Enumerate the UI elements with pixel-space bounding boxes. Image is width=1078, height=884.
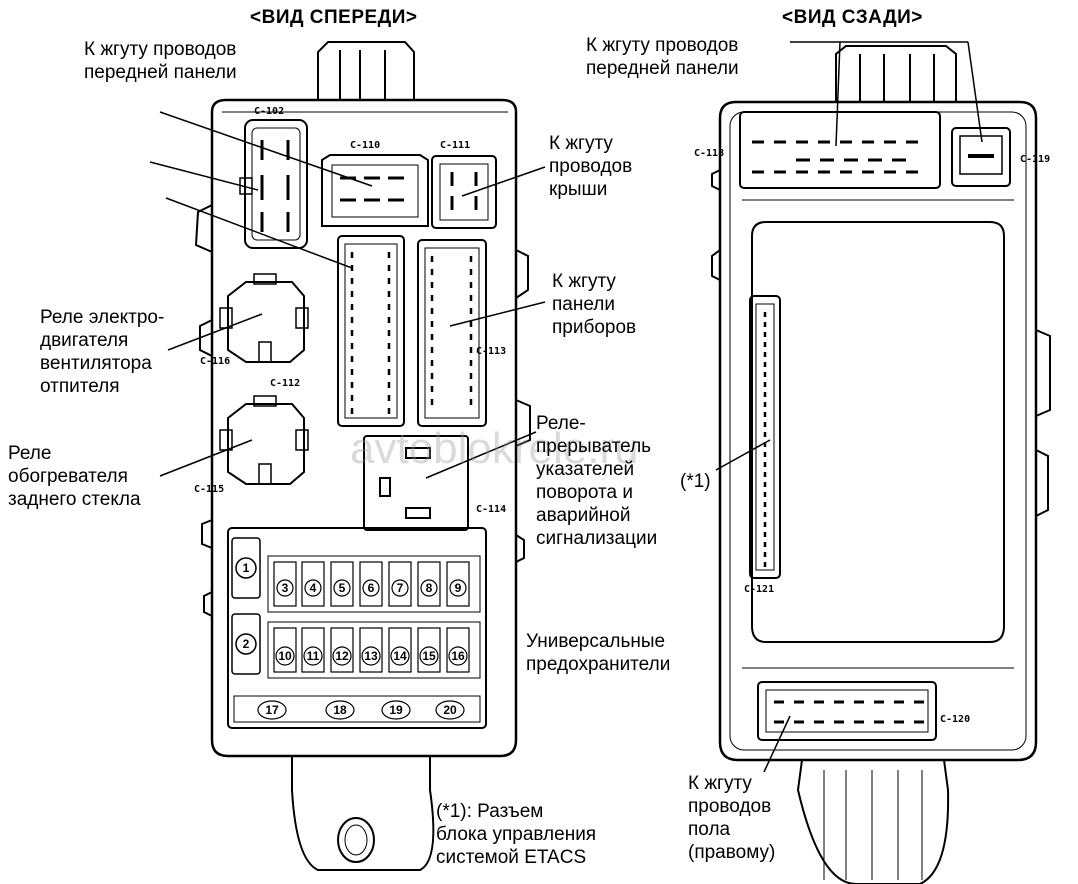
code-c120: C-120 bbox=[940, 714, 971, 725]
svg-text:8: 8 bbox=[426, 581, 433, 595]
code-c115: C-115 bbox=[194, 484, 225, 495]
connector-c110 bbox=[321, 154, 429, 227]
code-c110: C-110 bbox=[350, 140, 381, 151]
fuse-17: 17 bbox=[257, 700, 287, 720]
fuse-2: 2 bbox=[235, 633, 257, 655]
fuse-4: 4 bbox=[301, 561, 325, 607]
fuse-box bbox=[227, 527, 487, 729]
connector-c111 bbox=[431, 155, 497, 229]
fuse-12: 12 bbox=[330, 627, 354, 673]
svg-text:10: 10 bbox=[278, 649, 292, 663]
svg-text:19: 19 bbox=[389, 703, 403, 717]
label-rear-etacs-marker: (*1) bbox=[680, 471, 711, 492]
code-c112: C-112 bbox=[270, 378, 301, 389]
svg-text:2: 2 bbox=[243, 637, 250, 651]
connector-c118 bbox=[739, 111, 941, 189]
svg-text:14: 14 bbox=[393, 649, 407, 663]
connector-c121 bbox=[749, 295, 781, 579]
rear-leader-lines bbox=[715, 41, 983, 773]
code-c111: C-111 bbox=[440, 140, 471, 151]
fuse-5: 5 bbox=[330, 561, 354, 607]
svg-text:20: 20 bbox=[443, 703, 457, 717]
label-relay-rear-glass: Реле обогревателя заднего стекла bbox=[8, 443, 141, 510]
label-universal-fuses: Универсальные предохранители bbox=[526, 631, 671, 675]
rear-view-block bbox=[711, 45, 1051, 884]
front-view-block bbox=[194, 41, 531, 871]
label-front-harness-front-panel: К жгуту проводов передней панели bbox=[84, 39, 237, 83]
svg-text:3: 3 bbox=[282, 581, 289, 595]
rear-view-heading: <ВИД СЗАДИ> bbox=[782, 7, 923, 28]
label-front-harness-instrument-panel: К жгуту панели приборов bbox=[552, 271, 637, 338]
svg-text:5: 5 bbox=[339, 581, 346, 595]
fuse-8: 8 bbox=[417, 561, 441, 607]
front-view-heading: <ВИД СПЕРЕДИ> bbox=[250, 7, 418, 28]
code-c121: C-121 bbox=[744, 584, 775, 595]
svg-text:6: 6 bbox=[368, 581, 375, 595]
svg-text:17: 17 bbox=[265, 703, 279, 717]
fuse-11: 11 bbox=[301, 627, 325, 673]
connector-c120 bbox=[757, 681, 937, 741]
label-front-harness-roof: К жгуту проводов крыши bbox=[549, 133, 633, 200]
fuse-7: 7 bbox=[388, 561, 412, 607]
relay-c114 bbox=[363, 435, 469, 531]
fuse-9: 9 bbox=[446, 561, 470, 607]
svg-text:7: 7 bbox=[397, 581, 404, 595]
svg-text:4: 4 bbox=[310, 581, 317, 595]
code-c116: C-116 bbox=[200, 356, 231, 367]
code-c114: C-114 bbox=[476, 504, 507, 515]
label-rear-harness-front-panel: К жгуту проводов передней панели bbox=[586, 35, 739, 79]
svg-text:1: 1 bbox=[243, 561, 250, 575]
fuse-19: 19 bbox=[381, 700, 411, 720]
label-etacs-note: (*1): Разъем блока управления системой E… bbox=[436, 801, 597, 868]
svg-text:11: 11 bbox=[307, 649, 320, 663]
svg-text:16: 16 bbox=[451, 649, 465, 663]
fuse-3: 3 bbox=[273, 561, 297, 607]
fuse-10: 10 bbox=[273, 627, 297, 673]
label-relay-turn-signal: Реле- прерыватель указателей поворота и … bbox=[536, 413, 658, 549]
fuse-13: 13 bbox=[359, 627, 383, 673]
code-c102: C-102 bbox=[254, 106, 285, 117]
connector-c119 bbox=[951, 127, 1011, 187]
fuse-20: 20 bbox=[435, 700, 465, 720]
svg-text:12: 12 bbox=[335, 649, 349, 663]
fuse-1: 1 bbox=[235, 557, 257, 579]
fuse-15: 15 bbox=[417, 627, 441, 673]
code-c118: C-118 bbox=[694, 148, 725, 159]
relay-c115 bbox=[219, 395, 309, 485]
fuse-18: 18 bbox=[325, 700, 355, 720]
connector-c102 bbox=[244, 119, 308, 249]
fuse-16: 16 bbox=[446, 627, 470, 673]
svg-text:18: 18 bbox=[333, 703, 347, 717]
svg-text:13: 13 bbox=[364, 649, 378, 663]
label-relay-fan: Реле электро- двигателя вентилятора отпи… bbox=[40, 307, 165, 397]
svg-text:15: 15 bbox=[422, 649, 436, 663]
watermark: avtoblokrele.ru bbox=[350, 424, 639, 473]
label-rear-harness-floor: К жгуту проводов пола (правому) bbox=[688, 773, 776, 863]
connector-c112 bbox=[337, 235, 405, 427]
fuse-14: 14 bbox=[388, 627, 412, 673]
code-c119: C-119 bbox=[1020, 154, 1051, 165]
front-leader-lines bbox=[149, 111, 546, 479]
code-c113: C-113 bbox=[476, 346, 507, 357]
svg-text:9: 9 bbox=[455, 581, 462, 595]
fuse-6: 6 bbox=[359, 561, 383, 607]
mount-hole bbox=[337, 817, 375, 863]
connector-c113 bbox=[417, 239, 487, 427]
